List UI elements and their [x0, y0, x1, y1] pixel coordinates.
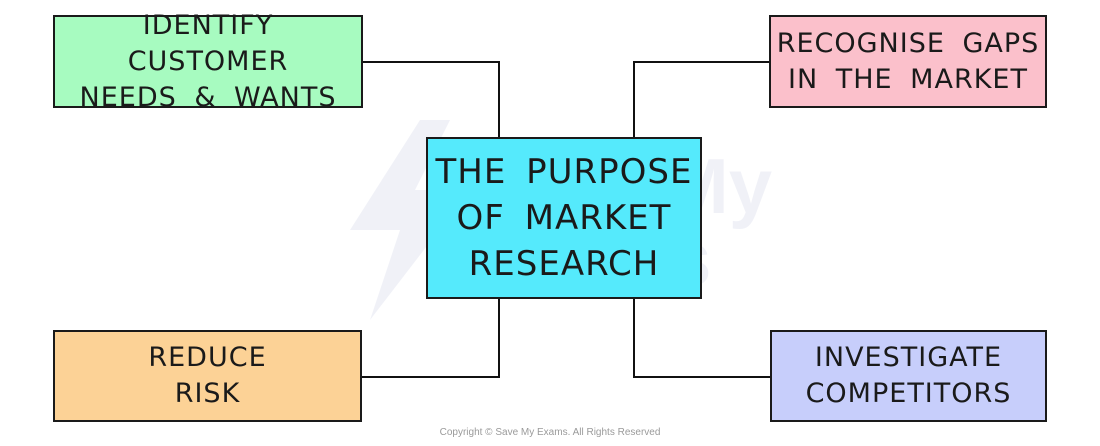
node-label: IDENTIFY CUSTOMER NEEDS & WANTS — [79, 9, 337, 113]
node-label: REDUCE RISK — [148, 342, 267, 409]
central-node: THE PURPOSE OF MARKET RESEARCH — [426, 137, 702, 299]
node-identify-customer-needs: IDENTIFY CUSTOMER NEEDS & WANTS — [53, 10, 363, 113]
lightning-bolt-icon — [350, 120, 470, 320]
node-recognise-gaps: RECOGNISE GAPS IN THE MARKET — [769, 15, 1047, 108]
node-label: RECOGNISE GAPS IN THE MARKET — [776, 27, 1040, 95]
node-label: INVESTIGATE COMPETITORS — [805, 342, 1012, 409]
node-reduce-risk: REDUCE RISK — [53, 330, 362, 422]
copyright-notice: Copyright © Save My Exams. All Rights Re… — [439, 427, 661, 438]
connector-bottom-right — [633, 299, 770, 378]
central-node-label: THE PURPOSE OF MARKET RESEARCH — [435, 152, 693, 284]
connector-top-right — [633, 61, 769, 137]
connector-bottom-left — [362, 299, 500, 378]
connector-top-left — [363, 61, 500, 137]
node-investigate-competitors: INVESTIGATE COMPETITORS — [770, 330, 1047, 422]
